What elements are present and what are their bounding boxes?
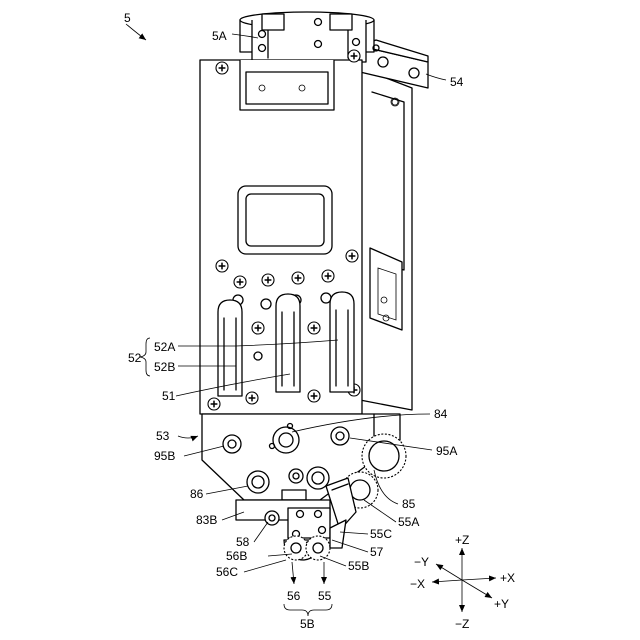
label-83b: 83B bbox=[196, 513, 217, 527]
label-55a: 55A bbox=[398, 515, 419, 529]
label-51: 51 bbox=[162, 389, 176, 403]
label-57: 57 bbox=[370, 545, 384, 559]
label-54: 54 bbox=[450, 75, 464, 89]
mechanism-5b bbox=[236, 500, 346, 560]
label-56b: 56B bbox=[226, 549, 247, 563]
label-52a: 52A bbox=[154, 340, 175, 354]
axis-indicator: +Z −Z +X −X +Y −Y bbox=[410, 533, 515, 631]
label-56: 56 bbox=[287, 589, 301, 603]
axis-pos-y: +Y bbox=[494, 597, 509, 611]
label-53: 53 bbox=[156, 429, 170, 443]
label-58: 58 bbox=[236, 535, 250, 549]
label-5a: 5A bbox=[212, 29, 227, 43]
label-52b: 52B bbox=[154, 360, 175, 374]
axis-neg-z: −Z bbox=[455, 617, 469, 631]
axis-neg-x: −X bbox=[410, 577, 425, 591]
label-5b: 5B bbox=[300, 617, 315, 631]
label-95a: 95A bbox=[436, 444, 457, 458]
label-56c: 56C bbox=[216, 565, 238, 579]
label-52: 52 bbox=[128, 351, 142, 365]
label-55b: 55B bbox=[348, 559, 369, 573]
label-85: 85 bbox=[402, 497, 416, 511]
axis-pos-z: +Z bbox=[455, 533, 469, 547]
label-84: 84 bbox=[434, 407, 448, 421]
label-5: 5 bbox=[124, 11, 131, 25]
side-panel bbox=[360, 68, 412, 410]
label-55c: 55C bbox=[370, 527, 392, 541]
label-55: 55 bbox=[318, 589, 332, 603]
label-86: 86 bbox=[190, 487, 204, 501]
axis-pos-x: +X bbox=[500, 571, 515, 585]
axis-neg-y: −Y bbox=[414, 555, 429, 569]
label-95b: 95B bbox=[154, 449, 175, 463]
